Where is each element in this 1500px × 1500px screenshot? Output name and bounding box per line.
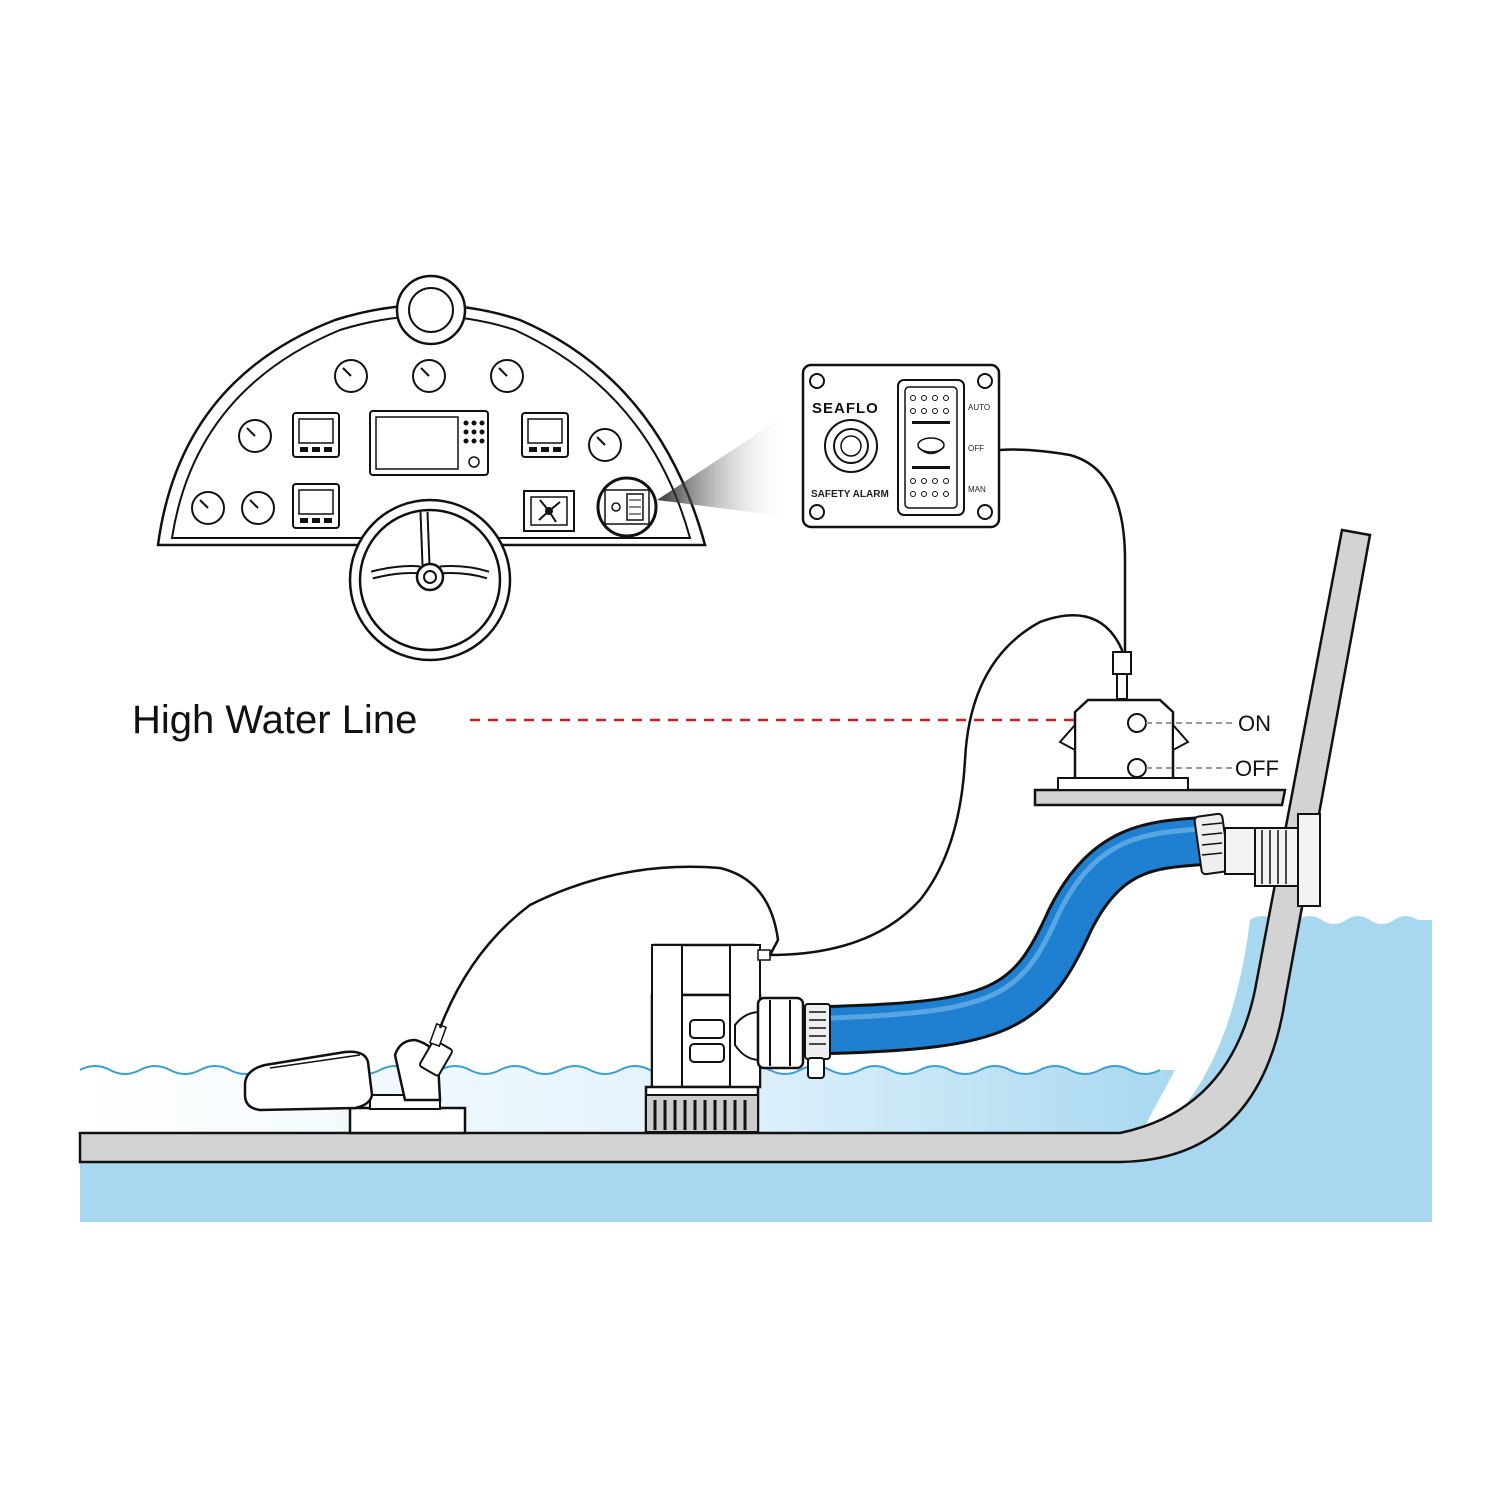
- steering-wheel-icon: [348, 498, 512, 662]
- panel-brand: SEAFLO: [812, 400, 879, 417]
- switch-position-man: MAN: [968, 485, 986, 494]
- gauge-icon: [241, 491, 275, 525]
- high-water-line-label: High Water Line: [132, 698, 417, 742]
- bilge-water: [79, 1065, 1175, 1135]
- panel-alarm-label: SAFETY ALARM: [811, 489, 889, 500]
- alarm-buzzer-icon: [824, 419, 878, 473]
- bilge-pump: [644, 943, 805, 1134]
- gauge-icon: [238, 419, 272, 453]
- boat-hull: [78, 528, 1372, 1164]
- switch-position-auto: AUTO: [968, 403, 990, 412]
- hose-clamp-pump-side: [804, 1003, 831, 1079]
- zoom-callout-spotlight: [657, 412, 790, 517]
- fan-switch-icon: [523, 490, 575, 532]
- screw-icon: [809, 373, 825, 389]
- safety-alarm-panel: SEAFLO SAFETY ALARM: [801, 363, 1001, 529]
- on-label: ON: [1238, 711, 1271, 736]
- float-switch-shelf: [1033, 788, 1287, 807]
- screw-icon: [809, 504, 825, 520]
- gauge-icon: [412, 359, 446, 393]
- screw-icon: [977, 373, 993, 389]
- chartplotter-screen-icon: [369, 410, 489, 476]
- gauge-icon: [588, 428, 622, 462]
- discharge-hose: [829, 815, 1218, 1055]
- high-water-line: High Water Line: [132, 698, 1075, 742]
- gauge-icon: [334, 359, 368, 393]
- screw-icon: [977, 504, 993, 520]
- gauge-icon: [191, 491, 225, 525]
- high-water-alarm-switch: ON OFF: [1057, 651, 1279, 791]
- boat-dashboard: [156, 274, 790, 662]
- digital-display-icon: [292, 483, 340, 529]
- bilge-float-switch: [243, 1022, 467, 1135]
- wiring: [438, 448, 1127, 1029]
- alarm-panel-highlight-icon: [596, 476, 658, 538]
- on-level-marker-icon: [1127, 713, 1147, 733]
- gauge-icon: [490, 359, 524, 393]
- digital-display-icon: [521, 412, 569, 458]
- boat-pump-symbol-icon: [917, 437, 945, 455]
- off-level-marker-icon: [1127, 758, 1147, 778]
- off-label: OFF: [1235, 756, 1279, 781]
- rocker-switch[interactable]: [897, 379, 965, 516]
- thru-hull-fitting: [1193, 812, 1321, 907]
- digital-display-icon: [292, 412, 340, 458]
- switch-position-off: OFF: [968, 444, 984, 453]
